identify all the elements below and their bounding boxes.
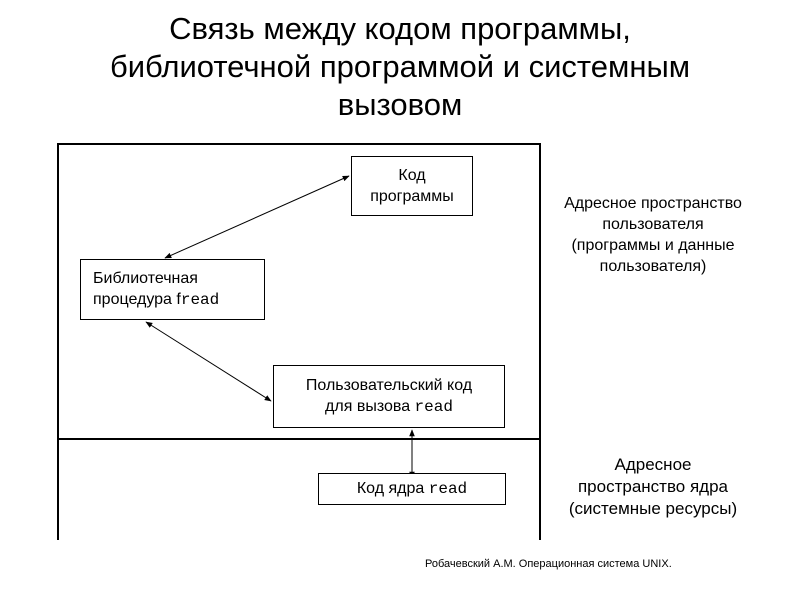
program-code-line-2: программы [370, 188, 454, 205]
kernel-space-line-2: пространство ядра [577, 477, 729, 496]
title-line-1: Связь между кодом программы, [169, 11, 631, 46]
user-kernel-divider [57, 438, 541, 440]
footer-citation: Робачевский А.М. Операционная система UN… [425, 558, 672, 570]
kernel-code-text: Код ядра [356, 480, 429, 497]
kernel-space-line-3: (системные ресурсы) [568, 499, 738, 518]
program-code-line-1: Код [398, 167, 426, 184]
kernel-code-fn: read [428, 480, 468, 498]
user-space-line-1: Адресное пространство [564, 195, 742, 212]
user-space-label: Адресное пространство пользователя (прог… [535, 193, 771, 277]
arrow-lib-to-program [164, 175, 350, 259]
library-procedure-text: процедура f [93, 291, 181, 308]
user-space-line-2: пользователя [602, 216, 704, 233]
slide-title: Связь между кодом программы, библиотечно… [0, 10, 800, 124]
kernel-code-box: Код ядра read [318, 473, 506, 505]
user-call-box: Пользовательский код для вызова read [273, 365, 505, 428]
kernel-space-label: Адресное пространство ядра (системные ре… [535, 454, 771, 520]
user-call-line-2: для вызова read [274, 396, 504, 418]
kernel-space-line-1: Адресное [614, 455, 692, 474]
kernel-code-line: Код ядра read [319, 478, 505, 500]
library-procedure-line-2: процедура fread [93, 289, 264, 311]
library-procedure-fn: read [180, 291, 220, 309]
program-code-box: Код программы [351, 156, 473, 216]
library-procedure-line-1: Библиотечная [93, 270, 198, 287]
title-line-3: вызовом [337, 87, 463, 122]
title-line-2: библиотечной программой и системным [109, 49, 691, 84]
user-space-line-4: пользователя) [599, 258, 707, 275]
user-call-line-1: Пользовательский код [305, 377, 473, 394]
arrow-lib-to-user [145, 321, 272, 402]
address-space-frame [57, 143, 541, 540]
library-procedure-box: Библиотечная процедура fread [80, 259, 265, 320]
user-call-text: для вызова [325, 398, 415, 415]
user-call-fn: read [414, 398, 453, 416]
user-space-line-3: (программы и данные [571, 237, 735, 254]
